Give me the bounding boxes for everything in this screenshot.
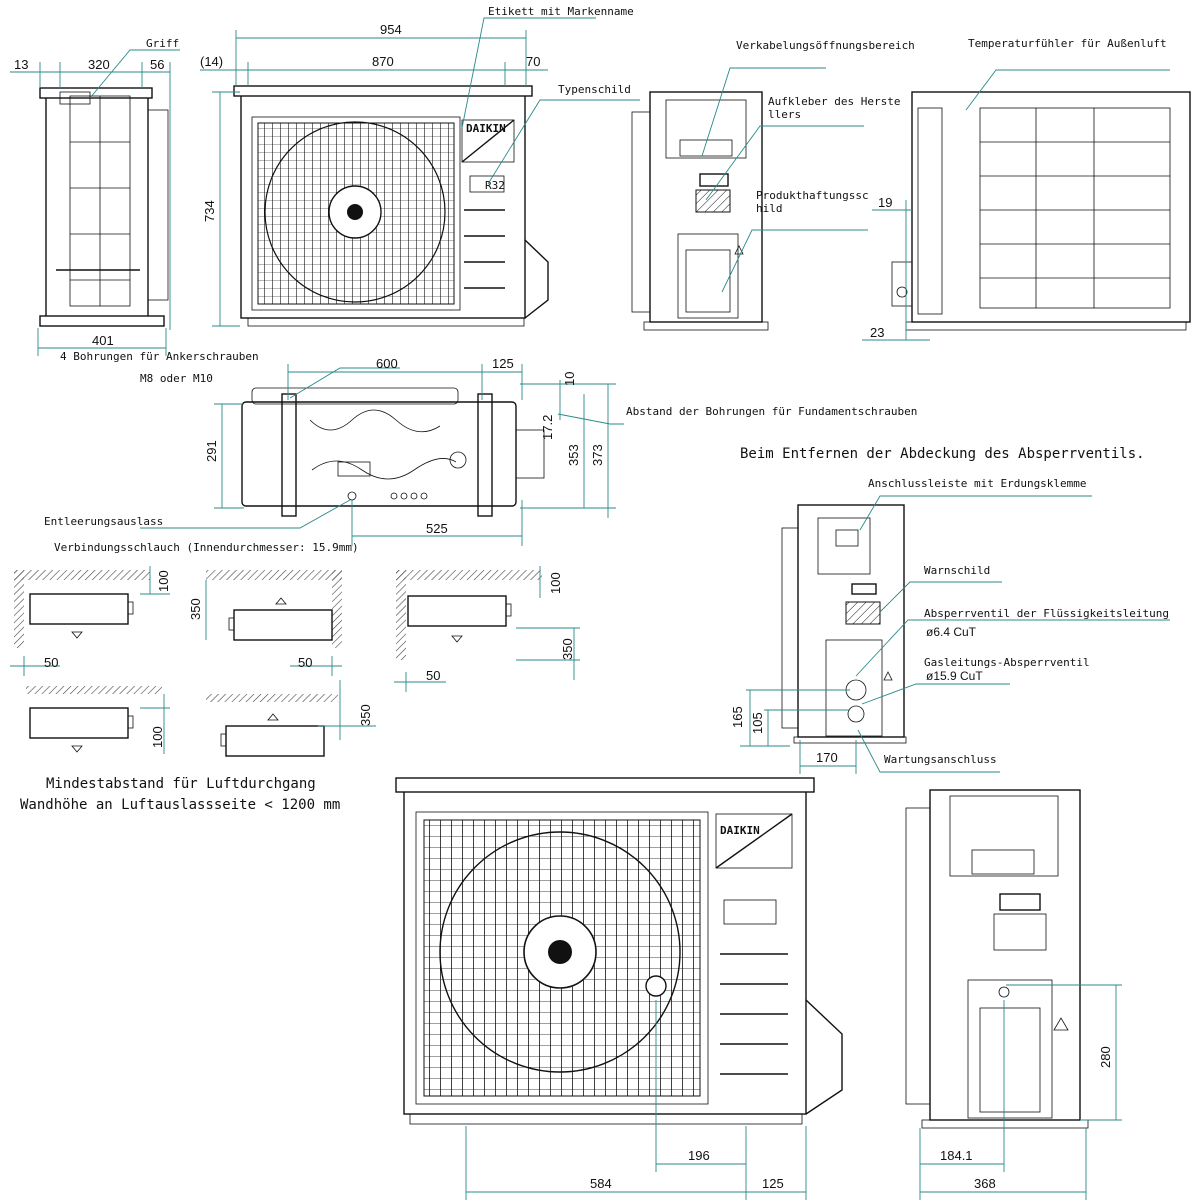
label-gasleitung: Gasleitungs-Absperrventil: [924, 656, 1090, 669]
refrigerant-label: R32: [485, 179, 505, 192]
label-wartung: Wartungsanschluss: [884, 753, 997, 766]
dim-125b: 125: [762, 1176, 784, 1191]
front-view-top: DAIKIN R32: [233, 85, 549, 327]
clear-350b: 350: [560, 638, 575, 660]
label-temperaturfuehler: Temperaturfühler für Außenluft: [968, 37, 1167, 50]
label-anschlussleiste: Anschlussleiste mit Erdungsklemme: [868, 477, 1087, 490]
label-aufkleber-2: llers: [768, 108, 801, 121]
side-view-left: [39, 87, 169, 327]
label-wandhoehe: Wandhöhe an Luftauslassseite < 1200 mm: [20, 797, 340, 813]
dim-105: 105: [750, 712, 765, 734]
daikin-logo-box: [461, 119, 515, 163]
dim-184-1: 184.1: [940, 1148, 973, 1163]
dim-954: 954: [380, 22, 402, 37]
clear-50c: 50: [426, 668, 440, 683]
typenschild-plate: [469, 175, 505, 193]
dim-70: 70: [526, 54, 540, 69]
label-produkthaftung-1: Produkthaftungssc: [756, 189, 869, 202]
label-etikett: Etikett mit Markenname: [488, 5, 634, 18]
back-view-top: [631, 91, 769, 331]
label-bohrungen: 4 Bohrungen für Ankerschrauben: [60, 350, 259, 363]
dim-320: 320: [88, 57, 110, 72]
dim-870: 870: [372, 54, 394, 69]
dim-10: 10: [562, 372, 577, 386]
dim-56: 56: [150, 57, 164, 72]
label-griff: Griff: [146, 37, 179, 50]
leader-lines: [89, 17, 1170, 773]
label-entleerung: Entleerungsauslass: [44, 515, 163, 528]
valve-view: [781, 504, 907, 744]
dim-584: 584: [590, 1176, 612, 1191]
label-entfernen: Beim Entfernen der Abdeckung des Absperr…: [740, 446, 1145, 462]
warning-icon-small: [883, 671, 893, 681]
clear-100b: 100: [548, 572, 563, 594]
clear-350a: 350: [188, 598, 203, 620]
dim-368: 368: [974, 1176, 996, 1191]
label-produkthaftung-2: hild: [756, 202, 783, 215]
dim-291: 291: [204, 440, 219, 462]
dimension-lines: [10, 30, 1122, 1200]
clear-50a: 50: [44, 655, 58, 670]
label-warnschild: Warnschild: [924, 564, 990, 577]
brand-label-large: DAIKIN: [720, 824, 760, 837]
label-typenschild: Typenschild: [558, 83, 631, 96]
label-verkabelung: Verkabelungsöffnungsbereich: [736, 39, 915, 52]
clearance-diagrams: [14, 570, 542, 757]
label-mindestabstand: Mindestabstand für Luftdurchgang: [46, 776, 316, 792]
brand-label: DAIKIN: [466, 122, 506, 135]
top-view: [241, 387, 545, 517]
dim-734: 734: [202, 200, 217, 222]
label-absperrventil: Absperrventil der Flüssigkeitsleitung: [924, 607, 1169, 620]
label-cu64: ø6.4 CuT: [926, 625, 977, 639]
dim-170: 170: [816, 750, 838, 765]
dim-14: (14): [200, 54, 223, 69]
text-labels: Griff Etikett mit Markenname Typenschild…: [20, 5, 1169, 813]
dim-600: 600: [376, 356, 398, 371]
dim-353: 353: [566, 444, 581, 466]
clear-350c: 350: [358, 704, 373, 726]
dim-165: 165: [730, 706, 745, 728]
label-m8: M8 oder M10: [140, 372, 213, 385]
dim-196: 196: [688, 1148, 710, 1163]
dim-23: 23: [870, 325, 884, 340]
dim-373: 373: [590, 444, 605, 466]
clear-100a: 100: [156, 570, 171, 592]
dim-19: 19: [878, 195, 892, 210]
back-view-large: [905, 789, 1089, 1129]
dim-125a: 125: [492, 356, 514, 371]
dim-13: 13: [14, 57, 28, 72]
clear-100c: 100: [150, 726, 165, 748]
label-verbindungsschlauch: Verbindungsschlauch (Innendurchmesser: 1…: [54, 541, 359, 554]
warning-icon-large: [1053, 1017, 1069, 1031]
dimension-texts: 13 320 56 401 (14) 954 870 70 734 19 23 …: [14, 22, 1113, 1191]
label-cu159: ø15.9 CuT: [926, 669, 983, 683]
dim-280: 280: [1098, 1046, 1113, 1068]
side-view-right: [891, 91, 1191, 331]
dim-401: 401: [92, 333, 114, 348]
front-view-large: DAIKIN: [395, 777, 843, 1125]
warning-icon: [734, 245, 744, 255]
dim-17-2: 17.2: [540, 415, 555, 440]
label-aufkleber-1: Aufkleber des Herste: [768, 95, 900, 108]
dim-525: 525: [426, 521, 448, 536]
label-abstand-bohrungen: Abstand der Bohrungen für Fundamentschra…: [626, 405, 917, 418]
clear-50b: 50: [298, 655, 312, 670]
